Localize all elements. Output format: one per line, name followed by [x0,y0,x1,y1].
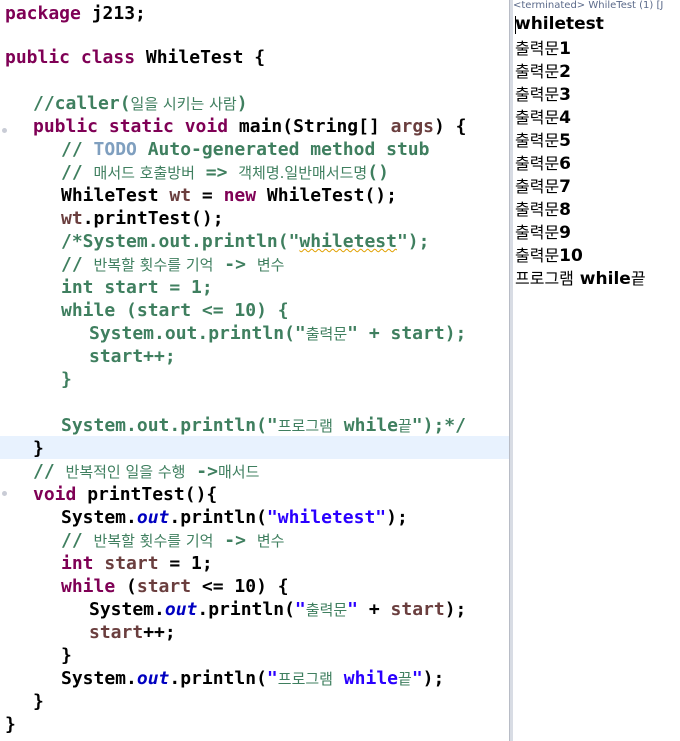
code-line-close-brace: } [33,438,44,459]
code-line-block-comment: while (start <= 10) { [61,300,289,321]
code-line-println: System.out.println("프로그램 while끝"); [61,668,445,689]
code-line-block-comment: System.out.println("프로그램 while끝");*/ [61,415,466,436]
code-line-close-brace: } [33,691,44,712]
code-line-todo: // TODO Auto-generated method stub [61,139,430,160]
console-output-line: 출력문10 [515,246,583,266]
code-line-call: wt.printTest(); [61,208,224,229]
console-output-line: 출력문4 [515,108,572,128]
current-line-highlight [0,436,509,459]
code-line-while: while (start <= 10) { [61,576,289,597]
text-cursor [515,16,516,34]
code-line-package: package j213; [5,3,146,24]
code-line-block-comment: start++; [89,346,176,367]
console-view[interactable]: <terminated> WhileTest (1) [J whiletest … [513,0,680,741]
code-line-class-decl: public class WhileTest { [5,47,266,68]
console-output-line: 출력문2 [515,62,572,82]
code-line-close-brace: } [61,645,72,666]
code-line-block-comment: System.out.println("출력문" + start); [89,323,467,344]
panel-splitter[interactable] [509,0,513,741]
code-line-instantiate: WhileTest wt = new WhileTest(); [61,185,397,206]
code-line-block-comment: int start = 1; [61,277,213,298]
console-output-line: 출력문9 [515,223,572,243]
fold-marker-icon[interactable] [2,128,7,133]
code-line-comment: // 반복할 횟수를 기억 -> 변수 [61,530,285,551]
code-line-increment: start++; [89,622,176,643]
code-line-block-comment: } [61,369,72,390]
console-output-line: 출력문1 [515,39,572,59]
code-line-declaration: int start = 1; [61,553,213,574]
console-output-line: whiletest [515,14,604,34]
console-output-line: 출력문3 [515,85,572,105]
console-status: <terminated> WhileTest (1) [J [513,0,664,11]
code-line-main-decl: public static void main(String[] args) { [33,116,467,137]
code-line-block-comment: // 반복할 횟수를 기억 -> 변수 [61,254,285,275]
code-line-method-decl: void printTest(){ [33,484,218,505]
code-line-close-brace: } [5,714,16,735]
code-line-println: System.out.println("whiletest"); [61,507,408,528]
code-line-println: System.out.println("출력문" + start); [89,599,467,620]
console-output-line: 출력문6 [515,154,572,174]
fold-marker-icon[interactable] [2,491,7,496]
console-output-line: 프로그램 while끝 [515,269,646,289]
console-output-line: 출력문7 [515,177,572,197]
console-output-line: 출력문8 [515,200,572,220]
code-line-comment: // 반복적인 일을 수행 ->매서드 [33,461,260,482]
code-line-caller-comment: //caller(일을 시키는 사람) [33,93,248,114]
code-line-block-comment: /*System.out.println("whiletest"); [61,231,430,252]
console-output-line: 출력문5 [515,131,572,151]
code-line-comment: // 매서드 호출방버 => 객체명.일반매서드명() [61,162,389,183]
code-editor[interactable]: package j213; public class WhileTest { /… [0,0,509,741]
